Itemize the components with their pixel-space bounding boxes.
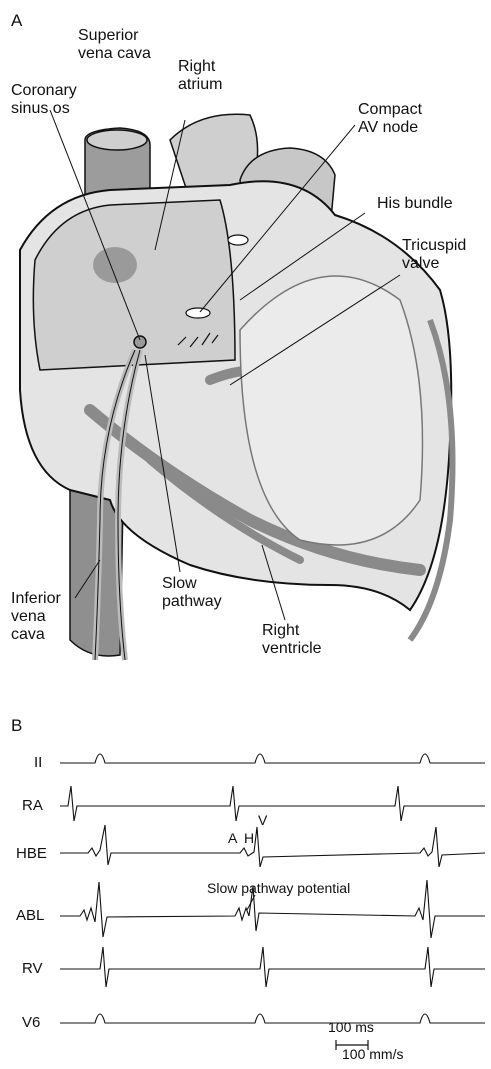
- annotation-a: A: [228, 830, 237, 846]
- label-coronary-sinus-os: Coronary sinus os: [11, 82, 77, 118]
- trace-label-hbe: HBE: [16, 845, 47, 862]
- trace-label-abl: ABL: [16, 907, 44, 924]
- annotation-scale-bar: 100 ms: [328, 1019, 374, 1035]
- label-superior-vena-cava: Superior vena cava: [78, 27, 151, 63]
- annotation-v: V: [258, 812, 267, 828]
- trace-ii: [60, 754, 485, 763]
- trace-rv: [60, 947, 485, 987]
- label-slow-pathway: Slow pathway: [162, 575, 222, 611]
- label-tricuspid-valve: Tricuspid valve: [402, 237, 466, 273]
- trace-label-ii: II: [34, 754, 42, 771]
- trace-label-v6: V6: [22, 1014, 40, 1031]
- trace-v6: [60, 1014, 485, 1023]
- label-right-atrium: Right atrium: [178, 58, 222, 94]
- label-his-bundle: His bundle: [377, 195, 453, 213]
- trace-hbe: [60, 825, 485, 867]
- annotation-h: H: [244, 830, 254, 846]
- annotation-slow-pathway-potential: Slow pathway potential: [207, 880, 350, 896]
- annotation-speed: 100 mm/s: [342, 1046, 403, 1062]
- trace-label-rv: RV: [22, 960, 43, 977]
- label-inferior-vena-cava: Inferior vena cava: [11, 590, 61, 644]
- trace-ra: [60, 786, 485, 821]
- label-compact-av-node: Compact AV node: [358, 101, 422, 137]
- trace-label-ra: RA: [22, 797, 43, 814]
- label-right-ventricle: Right ventricle: [262, 622, 322, 658]
